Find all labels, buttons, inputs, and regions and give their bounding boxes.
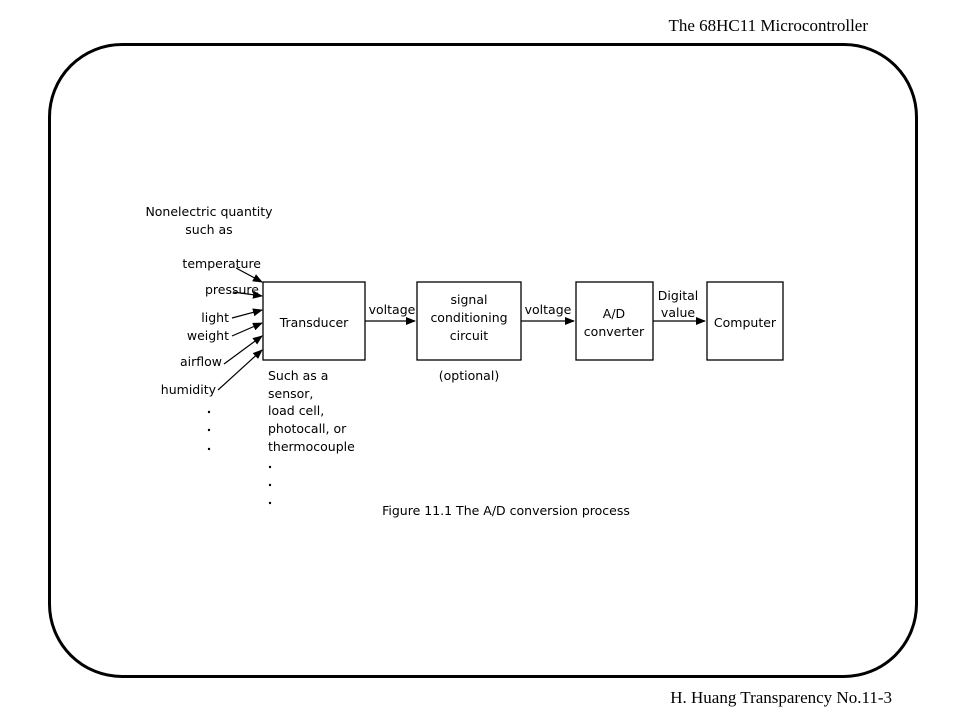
signal-conditioning-label-line-2: conditioning [430,310,507,325]
input-label-light: light [201,310,229,325]
ellipsis-dot [207,428,211,432]
adc-block [575,281,654,361]
inputs-heading-line-1: Nonelectric quantity [145,204,273,219]
arrow-humidity [217,349,263,391]
optional-label: (optional) [439,368,499,383]
input-label-humidity: humidity [161,382,217,397]
signal-conditioning-label-line-1: signal [451,292,488,307]
footer-text: H. Huang Transparency No.11-3 [670,688,892,707]
slide-frame [48,43,918,678]
input-label-weight: weight [187,328,229,343]
computer-label: Computer [714,315,777,330]
digital-value-label-line-2: value [661,305,695,320]
transducer-note-line-5: thermocouple [268,439,355,454]
input-label-airflow: airflow [180,354,222,369]
transducer-note-line-4: photocall, or [268,421,347,436]
arrow-pressure [232,290,263,299]
transducer-note-line-2: sensor, [268,386,313,401]
ellipsis-dot [207,447,211,451]
arrow-weight [231,322,263,337]
ellipsis-dot [268,501,272,505]
voltage-label-1: voltage [369,302,416,317]
computer-block [706,281,784,361]
ellipsis-dot [268,465,272,469]
ellipsis-dot [207,410,211,414]
header-title: The 68HC11 Microcontroller [668,16,868,35]
inputs-heading-line-2: such as [185,222,232,237]
signal-conditioning-label-line-3: circuit [450,328,488,343]
voltage-label-2: voltage [525,302,572,317]
transducer-note-line-3: load cell, [268,403,324,418]
figure-caption: Figure 11.1 The A/D conversion process [382,503,630,518]
adc-label-line-1: A/D [603,306,625,321]
adc-label-line-2: converter [584,324,645,339]
digital-value-label-line-1: Digital [658,288,699,303]
ellipsis-dot [268,483,272,487]
transducer-note-line-1: Such as a [268,368,328,383]
arrow-airflow [223,335,263,365]
arrow-light [231,308,263,319]
transducer-label: Transducer [279,315,349,330]
input-label-temperature: temperature [182,256,261,271]
arrow-temperature [235,267,263,283]
